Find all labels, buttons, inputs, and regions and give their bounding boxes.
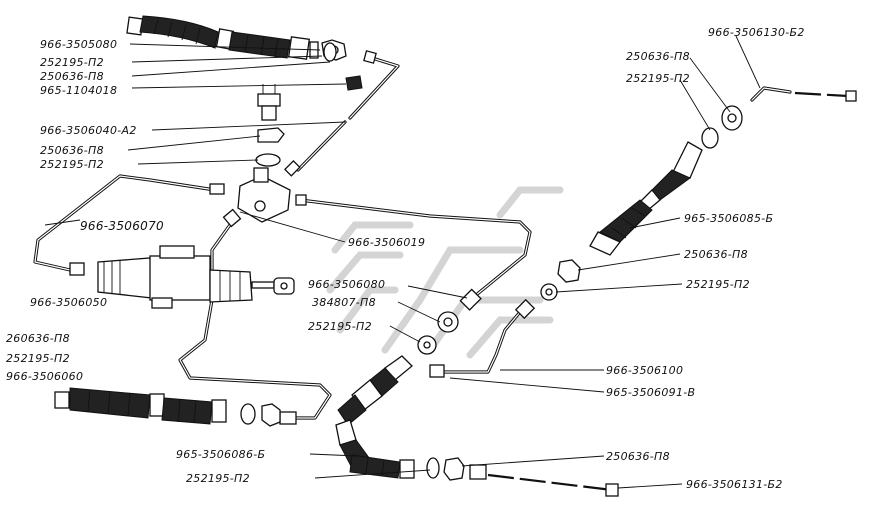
label-250636-p8-e: 250636-П8	[606, 450, 670, 463]
label-250636-p8-d: 250636-П8	[684, 248, 748, 261]
label-250636-p8-a: 250636-П8	[40, 70, 104, 83]
part-labels: 966-3505080 252195-П2 250636-П8 965-1104…	[6, 26, 805, 491]
pipe-966-3506070	[33, 174, 225, 276]
nut-right-mid	[557, 259, 581, 283]
label-384807-p8: 384807-П8	[312, 296, 376, 309]
washer-under-sensor	[255, 153, 281, 167]
label-260636-p8: 260636-П8	[6, 332, 70, 345]
hose-bottom-middle	[335, 355, 415, 479]
label-252195-p2-f: 252195-П2	[626, 72, 690, 85]
label-252195-p2-e: 252195-П2	[186, 472, 250, 485]
pressure-sensor	[257, 84, 281, 121]
washer-top	[323, 42, 337, 62]
pipe-top-left	[284, 50, 400, 177]
spacer-965-1104018	[345, 75, 363, 91]
pipe-966-3506080	[459, 288, 482, 311]
washer-bottom	[426, 457, 440, 479]
pipe-966-3506019	[295, 194, 532, 302]
label-966-3506070: 966-3506070	[80, 219, 164, 233]
label-966-3506050: 966-3506050	[30, 296, 107, 309]
pipe-966-3506060	[178, 208, 332, 425]
label-252195-p2-g: 252195-П2	[686, 278, 750, 291]
nut-bottom	[443, 457, 487, 481]
hose-bottom-left	[54, 387, 281, 427]
leader-lines	[44, 35, 761, 489]
hose-top-left	[126, 15, 319, 60]
rod-966-3506131-b2	[487, 473, 619, 497]
rod-966-3506130-b2	[750, 86, 857, 102]
label-252195-p2-a: 252195-П2	[40, 56, 104, 69]
label-966-3506131-b2: 966-3506131-Б2	[686, 478, 783, 491]
label-966-3506130-b2: 966-3506130-Б2	[708, 26, 805, 39]
label-252195-p2-b: 252195-П2	[40, 158, 104, 171]
tee-fitting	[237, 167, 291, 223]
label-250636-p8-b: 250636-П8	[40, 144, 104, 157]
washer-right-mid	[540, 283, 558, 301]
label-965-1104018: 965-1104018	[40, 84, 117, 97]
hose-right	[589, 141, 703, 256]
label-965-3506091-v: 965-3506091-В	[606, 386, 695, 399]
nut-right-top	[721, 105, 743, 131]
label-250636-p8-c: 250636-П8	[626, 50, 690, 63]
label-965-3506085-b: 965-3506085-Б	[684, 212, 773, 225]
label-966-3505080: 966-3505080	[40, 38, 117, 51]
label-966-3506019: 966-3506019	[348, 236, 425, 249]
label-252195-p2-d: 252195-П2	[308, 320, 372, 333]
pipe-966-3506100	[429, 298, 536, 378]
label-966-3506060: 966-3506060	[6, 370, 83, 383]
label-966-3506080: 966-3506080	[308, 278, 385, 291]
label-965-3506086-b: 965-3506086-Б	[176, 448, 265, 461]
washer-252195-mid	[417, 335, 437, 355]
label-966-3506040-a2: 966-3506040-А2	[40, 124, 137, 137]
label-252195-p2-c: 252195-П2	[6, 352, 70, 365]
nut-384807-p8	[437, 311, 459, 333]
master-cylinder	[97, 245, 295, 309]
washer-right-top	[701, 127, 719, 149]
label-966-3506100: 966-3506100	[606, 364, 683, 377]
nut-under-sensor	[257, 127, 285, 143]
